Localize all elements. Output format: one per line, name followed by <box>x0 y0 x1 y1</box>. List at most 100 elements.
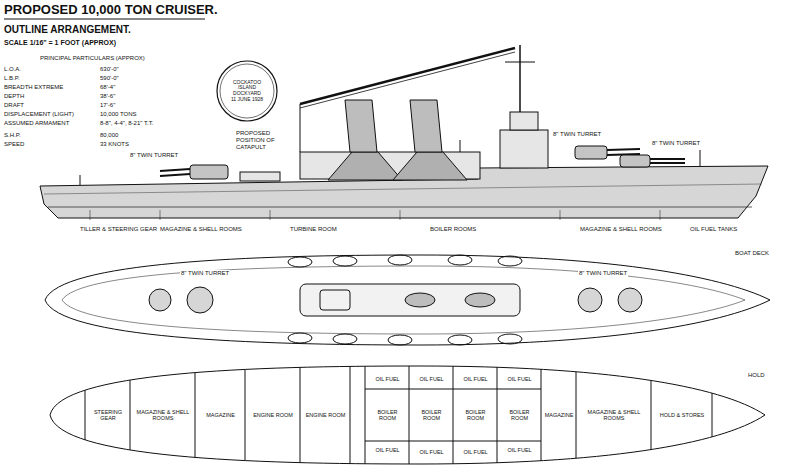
label-wrap: ASSUMED ARMAMENT <box>4 120 69 127</box>
drawing-label: PROPOSED POSITION OF CATAPULT <box>236 130 298 151</box>
drawing-label: 38'-6" <box>100 93 115 100</box>
label-wrap: PROPOSED POSITION OF CATAPULT <box>236 130 298 151</box>
node-text: MAGAZINE & SHELL ROOMS <box>580 409 648 422</box>
label-wrap: 8" TWIN TURRET <box>130 152 178 159</box>
drawing-label: BOAT DECK <box>735 250 769 257</box>
node-text: BOILER ROOM <box>501 409 538 422</box>
compartment-box: BOILER ROOM <box>499 407 540 424</box>
compartment-box: OIL FUEL <box>499 372 540 387</box>
node-text: OIL FUEL <box>419 449 443 455</box>
drawing-label: MAGAZINE & SHELL ROOMS <box>580 226 662 233</box>
label-wrap: 80,000 <box>100 132 118 139</box>
label-wrap: BOILER ROOMS <box>430 226 476 233</box>
compartment-box: OIL FUEL <box>411 371 452 387</box>
node-text: OIL FUEL <box>507 447 531 453</box>
drawing-label: DISPLACEMENT (LIGHT) <box>4 111 74 118</box>
node-text: OIL FUEL <box>507 376 531 382</box>
compartment-box: BOILER ROOM <box>455 407 496 424</box>
node-text: 11 JUNE 1928 <box>231 97 263 103</box>
compartment-box: BOILER ROOM <box>411 407 452 424</box>
label-wrap: L.O.A. <box>4 66 21 73</box>
label-wrap: DRAFT <box>4 102 24 109</box>
label-wrap: 8" TWIN TURRET <box>180 270 230 277</box>
compartment-box: BOILER ROOM <box>367 407 408 424</box>
drawing-label: 17'-6" <box>100 102 115 109</box>
label-wrap: 630'-0" <box>100 66 119 73</box>
compartment-box: ENGINE ROOM <box>302 407 349 423</box>
node-text: OIL FUEL <box>463 376 487 382</box>
drawing-label: 8" TWIN TURRET <box>553 131 601 138</box>
compartment-box: MAGAZINE <box>543 407 575 423</box>
label-wrap: DEPTH <box>4 93 24 100</box>
label-wrap: OUTLINE ARRANGEMENT. <box>4 24 131 36</box>
drawing-label: 8" TWIN TURRET <box>578 270 628 277</box>
drawing-label: ASSUMED ARMAMENT <box>4 120 69 127</box>
node-text: HOLD & STORES <box>660 412 705 418</box>
drawing-label: MAGAZINE & SHELL ROOMS <box>160 226 242 233</box>
node-text: STEERING GEAR <box>89 409 127 422</box>
node-text: MAGAZINE & SHELL ROOMS <box>134 409 192 422</box>
drawing-label: 8-8", 4-4", 8-21" T.T. <box>100 120 153 127</box>
node-text: BOILER ROOM <box>369 409 406 422</box>
label-wrap: TILLER & STEERING GEAR <box>80 226 157 233</box>
label-wrap: BOAT DECK <box>735 250 769 257</box>
node-text: OIL FUEL <box>375 447 399 453</box>
compartment-box: STEERING GEAR <box>87 407 129 424</box>
drawing-label: 8" TWIN TURRET <box>652 140 700 147</box>
label-wrap: 10,000 TONS <box>100 111 136 118</box>
drawing-label: 8" TWIN TURRET <box>180 270 230 277</box>
hold-plan <box>50 360 765 470</box>
label-wrap: PRINCIPAL PARTICULARS (APPROX) <box>40 55 145 62</box>
drawing-label: 630'-0" <box>100 66 119 73</box>
drawing-label: L.O.A. <box>4 66 21 73</box>
drawing-label: SPEED <box>4 141 24 148</box>
drawing-label: 10,000 TONS <box>100 111 136 118</box>
label-wrap: BREADTH EXTREME <box>4 84 63 91</box>
label-wrap: 8" TWIN TURRET <box>578 270 628 277</box>
node-text: OIL FUEL <box>419 376 443 382</box>
dockyard-stamp: COCKATOO ISLAND DOCKYARD11 JUNE 1928 <box>216 60 278 122</box>
drawing-label: OIL FUEL TANKS <box>690 226 737 233</box>
compartment-box: ENGINE ROOM <box>247 407 299 423</box>
compartment-box: HOLD & STORES <box>653 407 711 423</box>
compartment-box: MAGAZINE & SHELL ROOMS <box>132 403 194 427</box>
node-text: BOILER ROOM <box>413 409 450 422</box>
drawing-label: S.H.P. <box>4 132 21 139</box>
drawing-title: PROPOSED 10,000 TON CRUISER. <box>4 3 218 18</box>
compartment-box: OIL FUEL <box>411 444 452 460</box>
drawing-label: TURBINE ROOM <box>290 226 337 233</box>
node-text: MAGAZINE <box>206 412 235 418</box>
drawing-label: BOILER ROOMS <box>430 226 476 233</box>
drawing-label: TILLER & STEERING GEAR <box>80 226 157 233</box>
drawing-label: PRINCIPAL PARTICULARS (APPROX) <box>40 55 145 62</box>
drawing-label: 590'-0" <box>100 75 119 82</box>
deck-plan <box>45 255 770 345</box>
label-wrap: DISPLACEMENT (LIGHT) <box>4 111 74 118</box>
compartment-box: MAGAZINE & SHELL ROOMS <box>578 403 650 427</box>
label-wrap: SCALE 1/16" = 1 FOOT (APPROX) <box>4 39 116 47</box>
drawing-label: SCALE 1/16" = 1 FOOT (APPROX) <box>4 39 116 47</box>
label-wrap: S.H.P. <box>4 132 21 139</box>
compartment-box: OIL FUEL <box>499 443 540 458</box>
label-wrap: MAGAZINE & SHELL ROOMS <box>580 226 662 233</box>
node-text: COCKATOO ISLAND DOCKYARD <box>224 80 270 97</box>
drawing-label: 68'-4" <box>100 84 115 91</box>
label-wrap: TURBINE ROOM <box>290 226 337 233</box>
drawing-label: L.B.P. <box>4 75 20 82</box>
compartment-box: OIL FUEL <box>367 443 408 458</box>
title-rule <box>4 19 205 20</box>
title-wrap: PROPOSED 10,000 TON CRUISER. <box>4 3 218 18</box>
drawing-label: HOLD <box>748 372 765 379</box>
node-text: OIL FUEL <box>375 376 399 382</box>
label-wrap: 33 KNOTS <box>100 141 129 148</box>
label-wrap: HOLD <box>748 372 765 379</box>
node-text: OIL FUEL <box>463 449 487 455</box>
label-wrap: MAGAZINE & SHELL ROOMS <box>160 226 242 233</box>
profile-view <box>40 45 768 220</box>
node-text: BOILER ROOM <box>457 409 494 422</box>
label-wrap: OIL FUEL TANKS <box>690 226 737 233</box>
compartment-box: OIL FUEL <box>455 371 496 387</box>
drawing-label: 33 KNOTS <box>100 141 129 148</box>
